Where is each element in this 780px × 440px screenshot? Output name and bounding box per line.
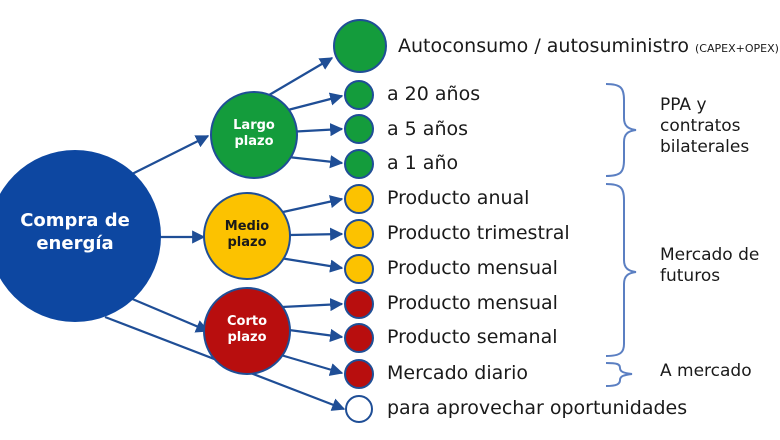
brace-futuros	[605, 183, 637, 357]
group-label-futuros: Mercado de futuros	[660, 245, 759, 287]
leaf-label-oportunidades: para aprovechar oportunidades	[387, 397, 688, 419]
leaf-label-autoconsumo: Autoconsumo / autosuministro (CAPEX+OPEX…	[398, 34, 779, 61]
group-label-ppa-line1: PPA y	[660, 95, 707, 115]
root-label-line1: Compra de	[20, 210, 130, 231]
arrow-largo-autoconsumo	[263, 57, 334, 99]
group-label-ppa-line3: bilaterales	[660, 137, 750, 157]
branch-node-medio	[203, 192, 291, 280]
branch-label-medio-line2: plazo	[227, 235, 267, 251]
branch-label-corto-line2: plazo	[227, 330, 267, 346]
leaf-node-mensual-corto	[344, 289, 374, 319]
branch-label-largo: Largo plazo	[214, 118, 294, 151]
branch-label-corto-line1: Corto	[226, 314, 268, 329]
leaf-label-autoconsumo-text: Autoconsumo / autosuministro	[398, 35, 689, 57]
leaf-node-a1	[344, 149, 374, 179]
leaf-label-autoconsumo-suffix: (CAPEX+OPEX)	[695, 42, 779, 55]
leaf-node-mensual-medio	[344, 254, 374, 284]
arrow-corto-mensual	[281, 298, 344, 312]
leaf-label-a5: a 5 años	[387, 118, 469, 140]
group-label-ppa-line2: contratos	[660, 116, 741, 136]
leaf-label-mensual-medio: Producto mensual	[387, 257, 558, 279]
branch-node-largo	[210, 91, 298, 179]
root-label-line2: energía	[36, 232, 114, 254]
brace-mercado	[605, 362, 633, 387]
leaf-label-diario: Mercado diario	[387, 362, 528, 384]
arrow-medio-trimestral	[289, 227, 344, 241]
branch-label-largo-line2: plazo	[234, 134, 274, 150]
leaf-label-a20: a 20 años	[387, 83, 481, 105]
group-label-mercado: A mercado	[660, 361, 752, 382]
arrow-corto-diario	[273, 351, 344, 376]
group-label-futuros-line1: Mercado de	[660, 245, 760, 265]
branch-label-medio: Medio plazo	[207, 219, 287, 252]
leaf-label-semanal: Producto semanal	[387, 326, 558, 348]
leaf-label-anual: Producto anual	[387, 187, 530, 209]
leaf-node-a20	[344, 80, 374, 110]
leaf-node-oportunidades	[345, 395, 373, 423]
branch-label-largo-line1: Largo	[233, 118, 275, 133]
group-label-mercado-line1: A mercado	[660, 361, 752, 381]
root-label: Compra de energía	[0, 210, 150, 255]
branch-node-corto	[203, 287, 291, 375]
braces	[605, 83, 637, 387]
root-node	[0, 150, 161, 322]
leaf-label-mensual-corto: Producto mensual	[387, 292, 558, 314]
branch-label-corto: Corto plazo	[207, 314, 287, 347]
arrow-medio-mensual	[279, 256, 344, 273]
leaf-node-autoconsumo	[333, 19, 387, 73]
group-label-ppa: PPA y contratos bilaterales	[660, 95, 749, 158]
branch-label-medio-line1: Medio	[224, 219, 270, 234]
leaf-node-semanal	[344, 323, 374, 353]
arrow-largo-a20	[283, 92, 344, 113]
group-label-futuros-line2: futuros	[660, 266, 721, 286]
leaf-node-anual	[344, 184, 374, 214]
arrow-root-largo	[129, 135, 210, 176]
leaf-node-trimestral	[344, 219, 374, 249]
arrow-root-corto	[129, 296, 210, 333]
leaf-label-trimestral: Producto trimestral	[387, 222, 570, 244]
connectors	[104, 57, 346, 411]
brace-ppa	[605, 83, 637, 177]
leaf-label-a1: a 1 año	[387, 152, 459, 174]
arrow-medio-anual	[282, 195, 344, 214]
leaf-node-diario	[344, 359, 374, 389]
arrow-corto-semanal	[288, 328, 344, 342]
leaf-node-a5	[344, 114, 374, 144]
